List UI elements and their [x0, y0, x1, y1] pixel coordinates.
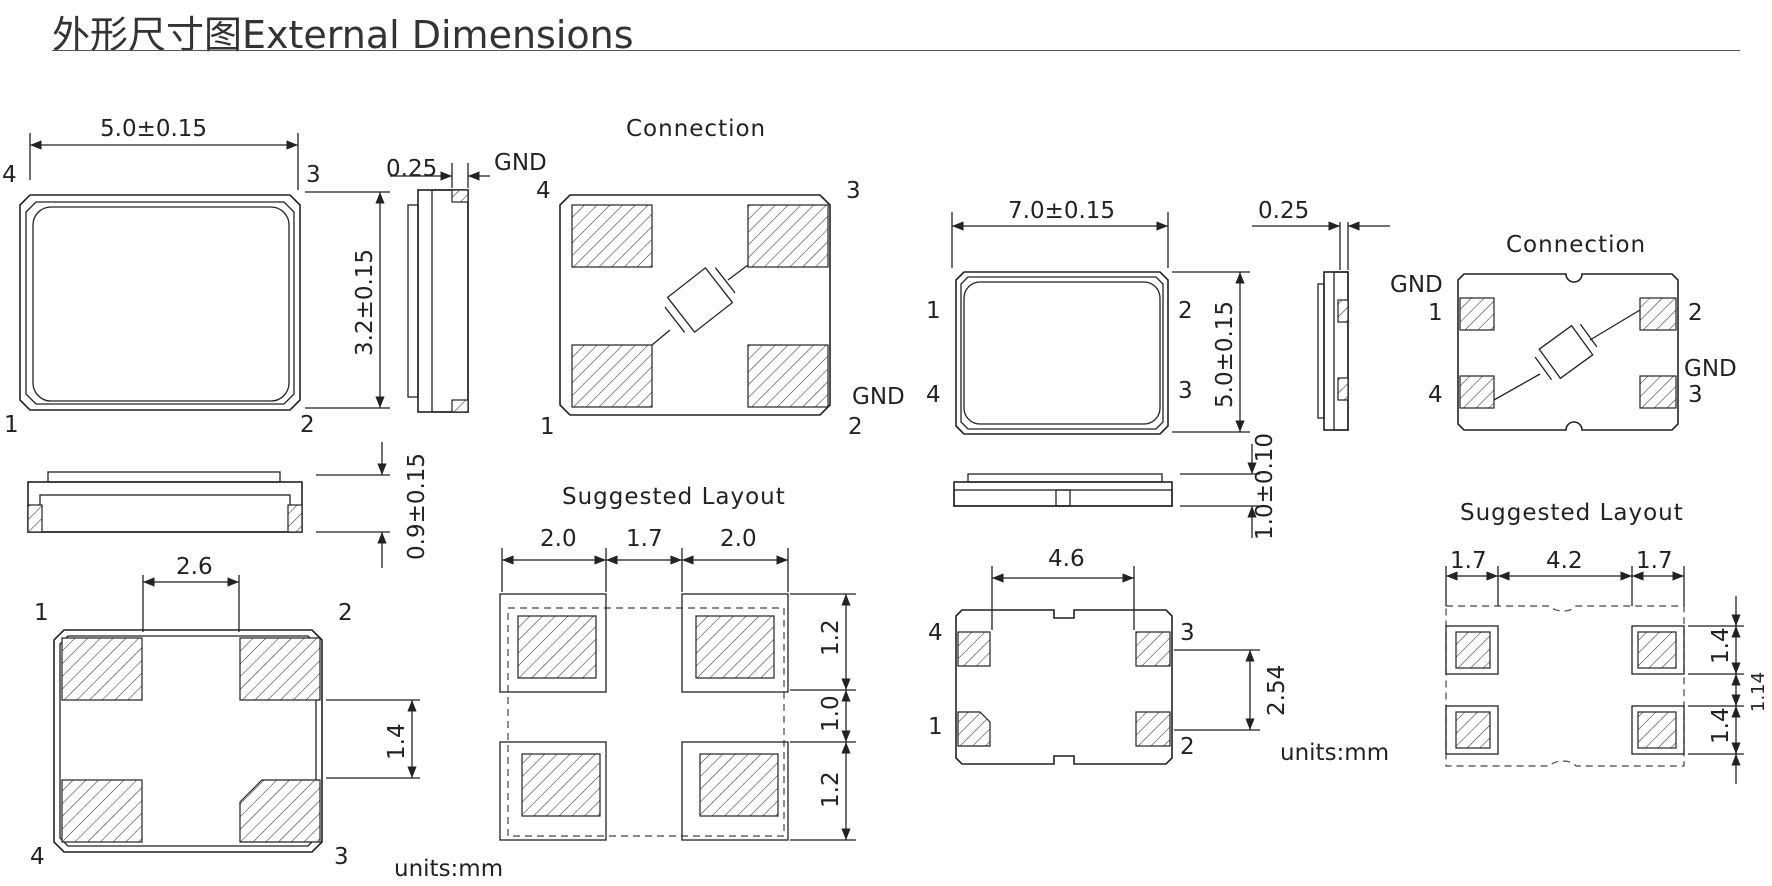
right-bottom-pin-br: 2 — [1180, 734, 1195, 760]
right-conn-pin-br: 3 — [1688, 382, 1703, 408]
right-bottom-pin-tr: 3 — [1180, 620, 1195, 646]
left-height-view: 0.9±0.15 — [27, 442, 430, 568]
right-conn-pad-1 — [1459, 297, 1495, 331]
right-conn-pin-tl: 1 — [1428, 300, 1443, 326]
right-height-view: 1.0±0.10 — [953, 433, 1278, 540]
right-conn-gnd-top: GND — [1390, 272, 1443, 298]
right-conn-pad-3 — [1639, 375, 1677, 409]
right-top-pin-r-top: 2 — [1178, 298, 1193, 324]
right-conn-pad-2 — [1639, 297, 1677, 331]
left-conn-pin-bl: 1 — [540, 414, 555, 440]
left-side-thickness-dim: 0.25 — [386, 156, 437, 182]
right-height-dim: 1.0±0.10 — [1252, 433, 1278, 540]
left-bottom-pin-tr: 2 — [338, 600, 353, 626]
left-conn-pin-tl: 4 — [536, 178, 551, 204]
right-layout-dim-1: 1.7 — [1450, 548, 1487, 574]
left-top-view: 5.0±0.15 3.2±0.15 4 3 1 2 — [2, 116, 390, 438]
right-top-width-dim: 7.0±0.15 — [1008, 198, 1115, 224]
right-bottom-pin-bl: 1 — [928, 714, 943, 740]
right-layout-title: Suggested Layout — [1460, 500, 1684, 526]
right-bottom-spacing-dim: 4.6 — [1048, 546, 1085, 572]
left-bottom-view: 2.6 1.4 1 2 4 3 — [30, 554, 420, 870]
right-layout-vdim-1: 1.4 — [1708, 627, 1734, 664]
right-units-1: units:mm — [1280, 740, 1389, 766]
right-top-view: 7.0±0.15 5.0±0.15 1 2 4 3 — [926, 198, 1250, 435]
left-connection: Connection 4 3 1 2 GND — [536, 116, 905, 440]
left-side-gnd-label: GND — [494, 150, 547, 176]
right-layout-dim-2: 4.2 — [1546, 548, 1583, 574]
right-bottom-pin-tl: 4 — [928, 620, 943, 646]
left-top-pin-bl: 1 — [4, 412, 19, 438]
left-top-height-dim: 3.2±0.15 — [352, 249, 378, 356]
left-bottom-pad-1 — [61, 637, 143, 701]
left-layout-title: Suggested Layout — [562, 484, 786, 510]
left-connection-title: Connection — [626, 116, 766, 142]
page-title: 外形尺寸图External Dimensions — [52, 13, 634, 57]
left-bottom-pad-4 — [61, 779, 143, 843]
right-suggested-layout: Suggested Layout 1.7 4.2 1.7 1.4 1.14 1.… — [1445, 500, 1769, 784]
right-top-height-dim: 5.0±0.15 — [1212, 301, 1238, 408]
right-conn-gnd-right: GND — [1684, 356, 1737, 382]
right-conn-crystal-symbol — [1534, 323, 1598, 381]
left-conn-pad-1 — [571, 344, 653, 408]
left-units: units:mm — [394, 856, 503, 882]
left-bottom-spacing-dim: 2.6 — [176, 554, 213, 580]
left-side-view: 0.25 GND — [386, 150, 547, 413]
left-conn-pin-tr: 3 — [846, 178, 861, 204]
left-bottom-pin-br: 3 — [334, 844, 349, 870]
left-conn-gnd-label: GND — [852, 384, 905, 410]
left-layout-vdim-2: 1.0 — [818, 695, 844, 732]
left-height-dim: 0.9±0.15 — [404, 453, 430, 560]
left-layout-vdim-1: 1.2 — [818, 619, 844, 656]
left-top-width-dim: 5.0±0.15 — [100, 116, 207, 142]
left-conn-pad-4 — [571, 204, 653, 268]
left-bottom-pad-2 — [239, 637, 321, 701]
right-side-view: 0.25 — [1252, 198, 1390, 431]
right-side-thickness-dim: 0.25 — [1258, 198, 1309, 224]
right-top-pin-l-top: 1 — [926, 298, 941, 324]
right-bottom-pad-4 — [957, 631, 991, 667]
title-divider — [52, 50, 1740, 51]
right-bottom-view: 4.6 2.54 4 3 1 2 — [928, 546, 1290, 765]
right-conn-pin-bl: 4 — [1428, 382, 1443, 408]
right-bottom-pad-1 — [957, 711, 991, 747]
right-layout-vdim-2: 1.14 — [1748, 672, 1769, 712]
left-suggested-layout: Suggested Layout 2.0 1.7 2.0 1.2 1.0 1.2 — [499, 484, 856, 841]
left-top-pin-br: 2 — [300, 412, 315, 438]
right-conn-pad-4 — [1459, 375, 1495, 409]
right-connection-title: Connection — [1506, 232, 1646, 258]
right-conn-pin-tr: 2 — [1688, 300, 1703, 326]
left-bottom-pad-height-dim: 1.4 — [384, 723, 410, 760]
left-bottom-pad-3 — [239, 779, 321, 843]
right-layout-vdim-3: 1.4 — [1708, 707, 1734, 744]
right-top-pin-r-bot: 3 — [1178, 378, 1193, 404]
left-conn-pad-3 — [747, 204, 829, 268]
right-connection: Connection GND 1 2 GND 4 3 — [1390, 232, 1737, 431]
right-top-pin-l-bot: 4 — [926, 382, 941, 408]
left-layout-dim-3: 2.0 — [720, 526, 757, 552]
right-bottom-pad-2 — [1135, 711, 1171, 747]
left-layout-dim-1: 2.0 — [540, 526, 577, 552]
right-layout-dim-3: 1.7 — [1636, 548, 1673, 574]
left-layout-vdim-3: 1.2 — [818, 771, 844, 808]
left-conn-pin-br: 2 — [848, 414, 863, 440]
left-conn-crystal-symbol — [664, 266, 736, 334]
left-top-pin-tl: 4 — [2, 162, 17, 188]
right-bottom-pad-3 — [1135, 631, 1171, 667]
right-bottom-pitch-dim: 2.54 — [1264, 665, 1290, 716]
left-conn-pad-2 — [747, 344, 829, 408]
left-layout-dim-2: 1.7 — [626, 526, 663, 552]
left-bottom-pin-bl: 4 — [30, 844, 45, 870]
left-top-pin-tr: 3 — [306, 162, 321, 188]
left-bottom-pin-tl: 1 — [34, 600, 49, 626]
